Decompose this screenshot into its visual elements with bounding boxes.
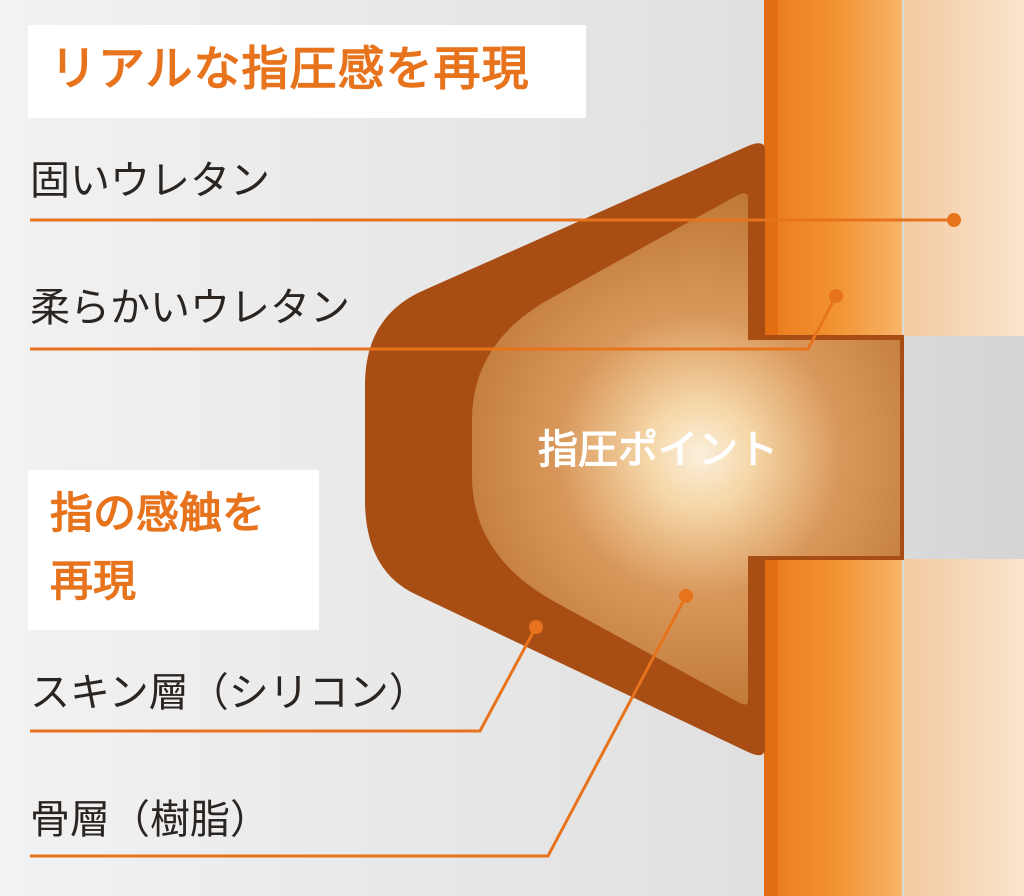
label-soft-urethane: 柔らかいウレタン [30, 285, 350, 331]
leader-line-soft-urethane [30, 295, 838, 351]
hard-urethane-edge-lower [764, 557, 778, 896]
label-hard-urethane: 固いウレタン [30, 158, 270, 204]
leader-dot-soft-urethane [829, 289, 843, 303]
label-skin-layer: スキン層（シリコン） [30, 670, 429, 716]
soft-urethane-lower [904, 559, 1024, 896]
feature-text: 指の感触を 再現 [50, 489, 265, 607]
feature-box: 指の感触を 再現 [28, 470, 319, 630]
hard-urethane-upper [764, 0, 902, 338]
pressure-point-label: 指圧ポイント [538, 427, 778, 473]
hard-urethane-lower [764, 557, 902, 896]
leader-line-bone-layer [30, 595, 688, 858]
leader-line-skin-layer [30, 626, 538, 733]
title: リアルな指圧感を再現 [50, 42, 530, 97]
title-box: リアルな指圧感を再現 [28, 25, 586, 118]
leader-dot-bone-layer [679, 589, 693, 603]
label-bone-layer: 骨層（樹脂） [30, 797, 270, 843]
leader-dot-skin-layer [529, 620, 543, 634]
bone-layer-shape [472, 193, 900, 705]
soft-urethane-upper [904, 0, 1024, 336]
hard-urethane-edge-upper [764, 0, 778, 338]
leader-dot-hard-urethane [947, 213, 961, 227]
